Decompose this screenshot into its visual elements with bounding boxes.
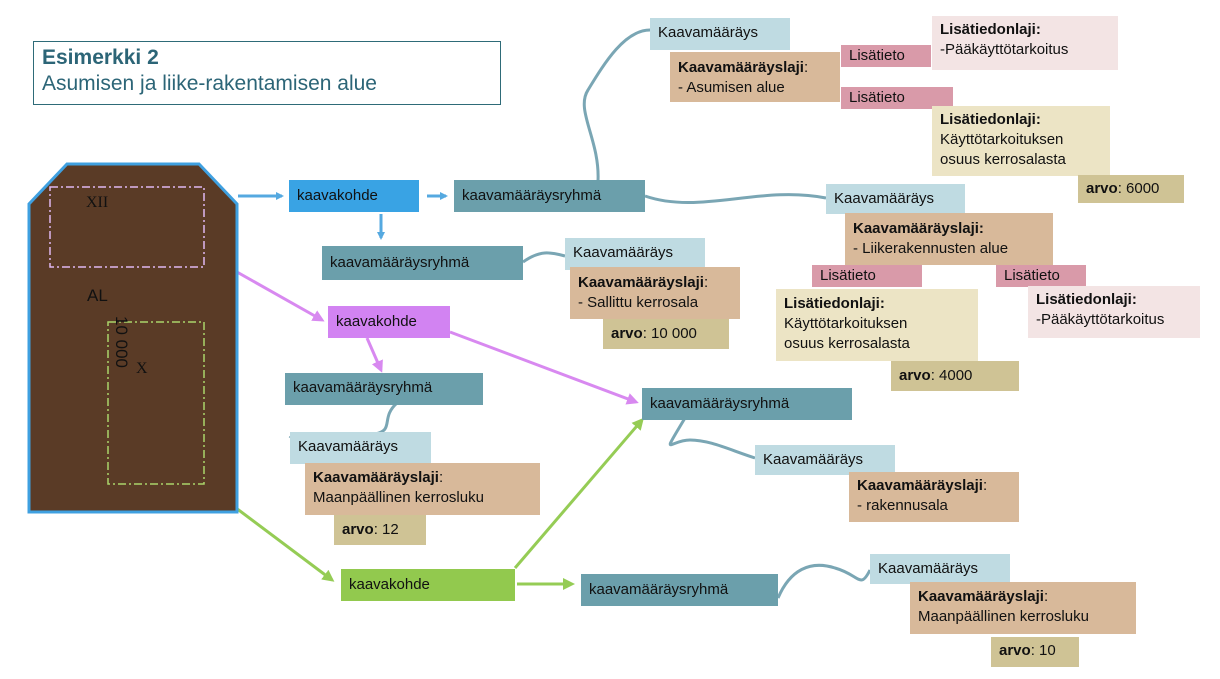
building-area-x [107,321,205,485]
kaavamaarayslaji-m6: Kaavamääräyslaji: Maanpäällinen kerroslu… [910,582,1136,634]
laji-label: Kaavamääräyslaji [918,588,1044,605]
kaavamaarays-m4[interactable]: Kaavamääräys [290,432,431,464]
lisatiedonlaji-label: Lisätiedonlaji: [784,295,885,312]
lisatiedonlaji-line-2: osuus kerrosalasta [940,151,1066,168]
building-area-xii [49,186,205,268]
plan-area-plot [27,162,239,514]
plot-shape [27,162,239,514]
laji-label: Kaavamääräyslaji [678,59,804,76]
arvo-label: arvo [899,367,931,384]
laji-colon: : [703,274,709,291]
laji-colon: : [982,477,988,494]
kaavamaarays-m6[interactable]: Kaavamääräys [870,554,1010,584]
lisatieto-m2-a[interactable]: Lisätieto [812,265,922,287]
arvo-value: : 12 [373,521,399,538]
arrow-kohde-violet-to-ryhma-shared [449,330,639,405]
title-box: Esimerkki 2 Asumisen ja liike-rakentamis… [33,41,501,105]
plot-rotated-value: 10 000 [112,316,131,368]
lisatiedonlaji-line-1: Käyttötarkoituksen [940,131,1064,148]
lisatiedonlaji-label: Lisätiedonlaji: [940,111,1041,128]
arvo-m6: arvo: 10 [991,637,1079,667]
lisatiedonlaji-m2-b: Lisätiedonlaji: -Pääkäyttötarkoitus [1028,286,1200,338]
arvo-value: : 10 [1030,642,1056,659]
kaavamaarays-m2[interactable]: Kaavamääräys [826,184,965,214]
lisatiedonlaji-m1-b: Lisätiedonlaji: Käyttötarkoituksen osuus… [932,106,1110,176]
lisatiedonlaji-m2-a: Lisätiedonlaji: Käyttötarkoituksen osuus… [776,289,978,361]
laji-label: Kaavamääräyslaji: [853,220,984,237]
laji-value: - Liikerakennusten alue [853,240,1009,257]
lisatieto-m1-a[interactable]: Lisätieto [841,45,931,67]
kaavakohde-green[interactable]: kaavakohde [341,569,515,601]
arvo-m4: arvo: 12 [334,515,426,545]
kaavamaarays-m5[interactable]: Kaavamääräys [755,445,895,475]
arvo-m2: arvo: 4000 [891,361,1019,391]
laji-label: Kaavamääräyslaji [578,274,704,291]
arvo-label: arvo [342,521,374,538]
laji-value: - Asumisen alue [678,79,785,96]
plot-label-x: X [136,360,148,377]
arvo-label: arvo [1086,180,1118,197]
arvo-value: : 4000 [930,367,973,384]
arrow-kohde-violet-to-ryhma-violet [365,337,383,373]
lisatiedonlaji-m1-a: Lisätiedonlaji: -Pääkäyttötarkoitus [932,16,1118,70]
kaavamaaraysryhma-green[interactable]: kaavamääräysryhmä [581,574,778,606]
connector-ryhma-top-to-m1 [582,28,651,182]
arrow-kohde-green-to-ryhma-shared [513,417,644,569]
lisatiedonlaji-label: Lisätiedonlaji: [940,21,1041,38]
lisatieto-m1-b[interactable]: Lisätieto [841,87,953,109]
kaavamaarayslaji-m1: Kaavamääräyslaji: - Asumisen alue [670,52,840,102]
connector-ryhma-mid-to-m3 [522,251,566,264]
laji-value: - Sallittu kerrosala [578,294,699,311]
lisatiedonlaji-line-1: Käyttötarkoituksen [784,315,908,332]
arvo-label: arvo [611,325,643,342]
kaavamaarayslaji-m5: Kaavamääräyslaji: - rakennusala [849,472,1019,522]
laji-label: Kaavamääräyslaji [857,477,983,494]
kaavamaaraysryhma-top[interactable]: kaavamääräysryhmä [454,180,645,212]
laji-colon: : [438,469,444,486]
lisatieto-m2-b[interactable]: Lisätieto [996,265,1086,287]
lisatiedonlaji-label: Lisätiedonlaji: [1036,291,1137,308]
connector-ryhma-top-to-m2 [644,193,827,204]
plot-label-xii: XII [86,194,109,211]
arvo-label: arvo [999,642,1031,659]
kaavakohde-blue[interactable]: kaavakohde [289,180,419,212]
connector-ryhma-green-to-m6 [776,563,872,599]
kaavamaarayslaji-m4: Kaavamääräyslaji: Maanpäällinen kerroslu… [305,463,540,515]
title-heading: Esimerkki 2 [42,46,159,69]
laji-label: Kaavamääräyslaji [313,469,439,486]
kaavakohde-violet[interactable]: kaavakohde [328,306,450,338]
kaavamaarayslaji-m3: Kaavamääräyslaji: - Sallittu kerrosala [570,267,740,319]
lisatiedonlaji-value: -Pääkäyttötarkoitus [940,41,1069,58]
laji-colon: : [1043,588,1049,605]
kaavamaarays-m1[interactable]: Kaavamääräys [650,18,790,50]
arvo-value: : 6000 [1117,180,1160,197]
connector-ryhma-shared-to-m5 [668,417,756,460]
title-subheading: Asumisen ja liike-rakentamisen alue [42,72,377,95]
arvo-m1: arvo: 6000 [1078,175,1184,203]
laji-value: Maanpäällinen kerrosluku [918,608,1089,625]
laji-value: - rakennusala [857,497,948,514]
kaavamaarays-m3[interactable]: Kaavamääräys [565,238,705,270]
arvo-m3: arvo: 10 000 [603,319,729,349]
kaavamaaraysryhma-violet[interactable]: kaavamääräysryhmä [285,373,483,405]
kaavamaaraysryhma-shared[interactable]: kaavamääräysryhmä [642,388,852,420]
plot-area-code: AL [87,286,108,305]
laji-colon: : [803,59,809,76]
arvo-value: : 10 000 [642,325,697,342]
laji-value: Maanpäällinen kerrosluku [313,489,484,506]
lisatiedonlaji-value: -Pääkäyttötarkoitus [1036,311,1165,328]
lisatiedonlaji-line-2: osuus kerrosalasta [784,335,910,352]
kaavamaaraysryhma-mid[interactable]: kaavamääräysryhmä [322,246,523,280]
kaavamaarayslaji-m2: Kaavamääräyslaji: - Liikerakennusten alu… [845,213,1053,265]
